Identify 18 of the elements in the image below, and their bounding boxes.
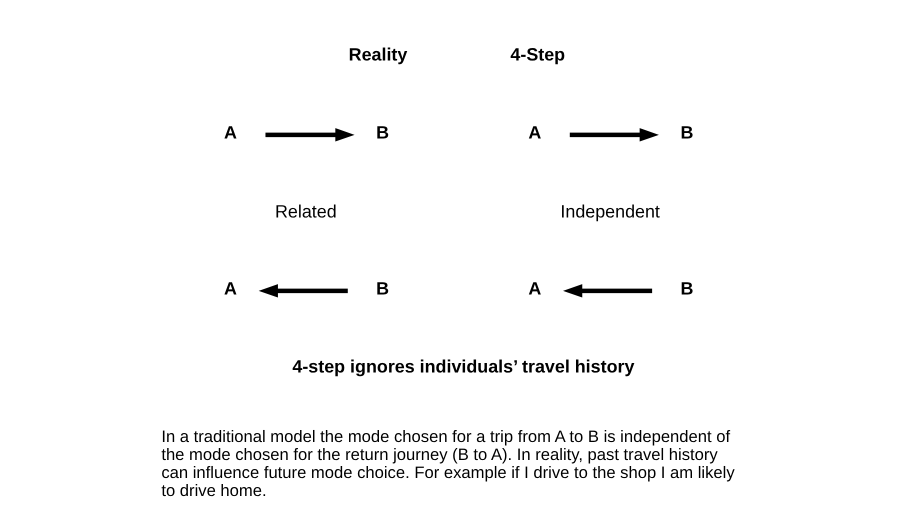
node-text: B <box>376 122 389 142</box>
arrow <box>562 284 652 298</box>
arrow <box>264 128 354 142</box>
label: Independent <box>560 202 660 222</box>
label: In a traditional model the mode chosen for a trip from A to B is independent of the mode chosen for the return journey (B to A). In reality, past travel history can influence future mode choice. For example if I drive to the shop I am likely to drive home. <box>160 427 734 500</box>
label: Reality <box>348 44 407 64</box>
node-text: A <box>528 122 541 142</box>
node-text: A <box>224 122 236 142</box>
label: 4-step ignores individuals’ travel history <box>292 356 634 376</box>
node-text: A <box>528 278 541 298</box>
arrow <box>258 284 348 298</box>
node-text: A <box>224 278 236 298</box>
node-text: B <box>680 122 693 142</box>
label: 4-Step <box>510 44 565 64</box>
arrow <box>569 128 658 142</box>
node-text: B <box>376 278 389 298</box>
label: Related <box>274 202 336 222</box>
node-text: B <box>680 278 693 298</box>
